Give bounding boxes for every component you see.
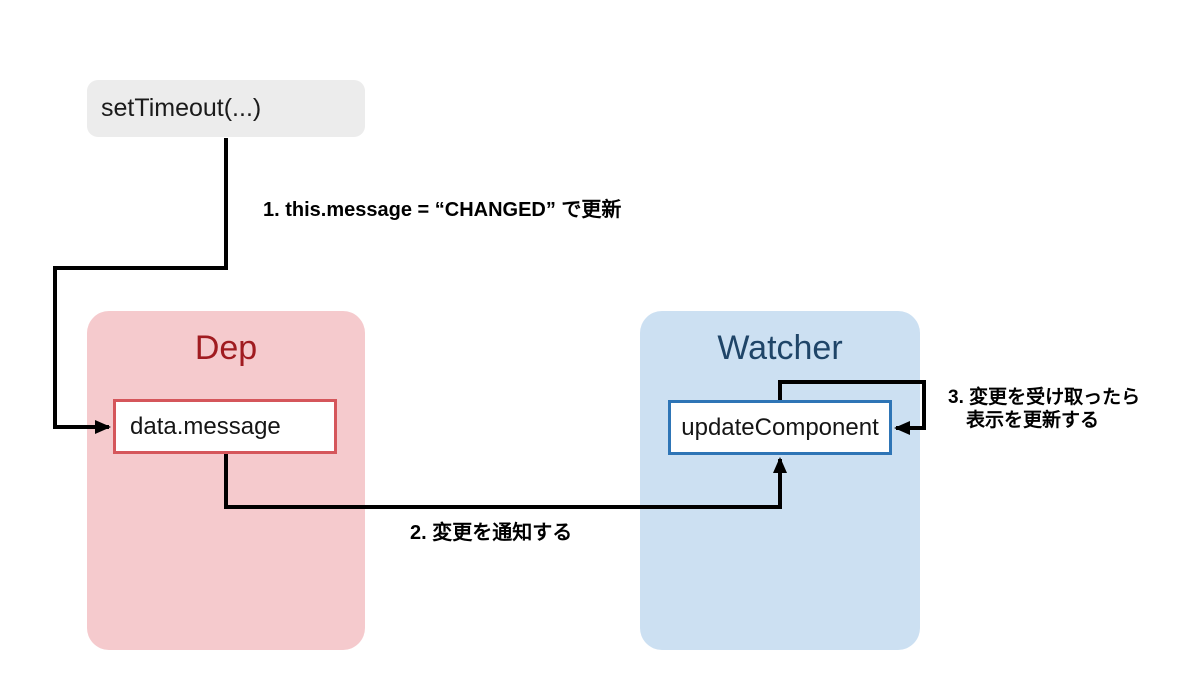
data-message-node: data.message [113, 399, 337, 454]
dep-group-title: Dep [194, 329, 258, 367]
watcher-group: Watcher [640, 311, 920, 650]
annotation-step2: 2. 変更を通知する [410, 522, 573, 544]
annotation-step1: 1. this.message = “CHANGED” で更新 [263, 199, 622, 221]
data-message-label: data.message [130, 412, 281, 440]
dep-group: Dep [87, 311, 365, 650]
annotation-step3: 3. 変更を受け取ったら 表示を更新する [948, 386, 1140, 432]
watcher-group-title: Watcher [717, 329, 843, 367]
settimeout-label: setTimeout(...) [101, 94, 262, 122]
annotation-step3-line1: 3. 変更を受け取ったら [948, 387, 1141, 408]
update-component-label: updateComponent [681, 413, 879, 441]
update-component-node: updateComponent [668, 400, 892, 455]
annotation-step3-line2: 表示を更新する [966, 410, 1100, 431]
settimeout-box: setTimeout(...) [87, 80, 365, 137]
